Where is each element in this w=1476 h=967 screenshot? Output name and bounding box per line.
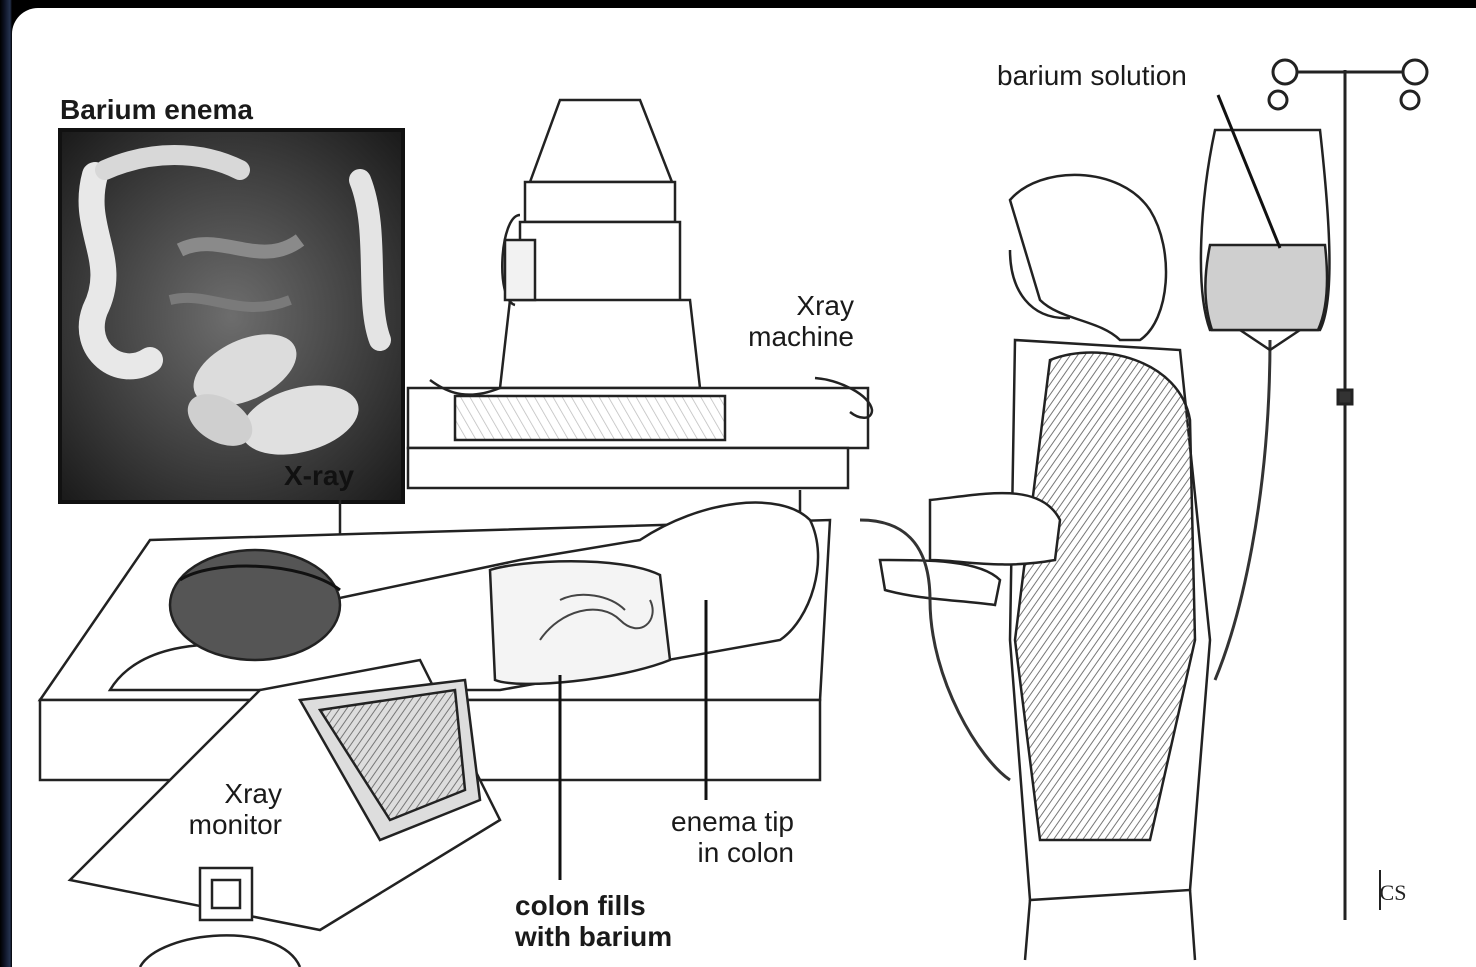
- illustration-panel: CS Barium enema X-ray barium solution Xr…: [12, 8, 1476, 967]
- xray-inset-image: [60, 130, 403, 502]
- signature-text: CS: [1380, 880, 1407, 905]
- colon-fills-label: colon fills with barium: [515, 890, 672, 952]
- barium-tube: [1215, 340, 1270, 680]
- inset-caption: X-ray: [284, 460, 354, 491]
- barium-bag: [1201, 130, 1330, 350]
- nurse: [880, 175, 1210, 960]
- xray-monitor-label: Xray monitor: [152, 778, 282, 840]
- barium-solution-label: barium solution: [997, 60, 1187, 91]
- enema-tip-label: enema tip in colon: [612, 806, 794, 868]
- xray-machine-label: Xray machine: [714, 290, 854, 352]
- inset-title: Barium enema: [60, 94, 253, 125]
- artist-signature: CS: [1380, 870, 1407, 910]
